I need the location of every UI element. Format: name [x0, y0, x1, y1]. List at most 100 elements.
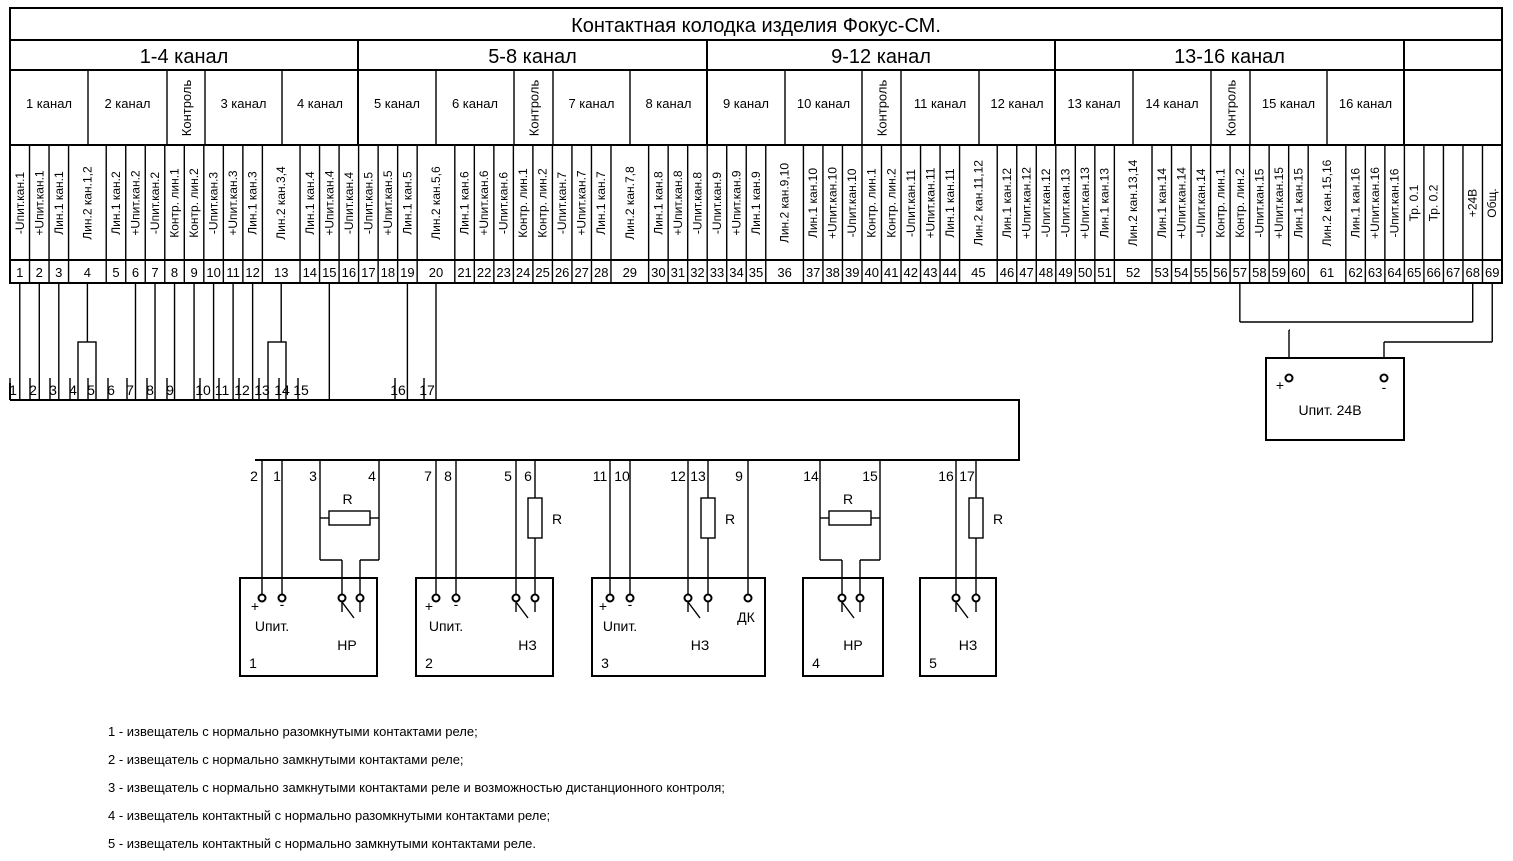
pin-signal-label: Тр. 0.1: [1407, 184, 1421, 221]
pin-number: 20: [429, 265, 443, 280]
harness-wire-number: 16: [390, 382, 406, 398]
pin-signal-label: +Uпит.кан.7: [575, 170, 589, 236]
pin-number: 67: [1446, 265, 1460, 280]
detector-box: [415, 577, 554, 677]
pin-signal-label: Контр. лин.1: [168, 168, 182, 238]
pin-signal-label: Лин.1 кан.2: [109, 171, 123, 235]
relay-type-label: НЗ: [691, 637, 710, 653]
harness-wire-number: 3: [49, 382, 57, 398]
terminal-contact: [605, 593, 615, 603]
pin-number: 49: [1058, 265, 1072, 280]
control-header: Контроль: [527, 80, 542, 137]
pin-signal-label: Тр. 0.2: [1427, 184, 1441, 221]
pin-signal-label: -Uпит.кан.5: [361, 172, 375, 235]
plus-sign: +: [1276, 377, 1284, 393]
pin-number: 50: [1078, 265, 1092, 280]
pin-signal-label: +Uпит.кан.9: [729, 170, 743, 236]
pin-signal-label: Лин.2 кан.1,2: [80, 166, 94, 240]
pin-signal-label: +Uпит.кан.11: [923, 167, 937, 238]
pin-number: 2: [36, 265, 43, 280]
pin-number: 33: [710, 265, 724, 280]
pin-number: 19: [400, 265, 414, 280]
pin-number: 16: [342, 265, 356, 280]
pin-signal-label: Контр. лин.2: [187, 168, 201, 238]
pin-number: 59: [1272, 265, 1286, 280]
pin-signal-label: -Uпит.кан.9: [710, 172, 724, 235]
resistor-label: R: [993, 511, 1003, 527]
channel-header: 10 канал: [797, 96, 850, 111]
resistor-label: R: [342, 491, 352, 507]
terminal-contact: [683, 593, 693, 603]
pin-signal-label: Контр. лин.2: [536, 168, 550, 238]
pin-number: 48: [1039, 265, 1053, 280]
terminal-contact: [277, 593, 287, 603]
pin-number: 53: [1155, 265, 1169, 280]
pin-number: 10: [206, 265, 220, 280]
minus-sign: -: [280, 596, 285, 612]
pin-number: 62: [1348, 265, 1362, 280]
harness-wire-number: 17: [419, 382, 435, 398]
pin-number: 51: [1097, 265, 1111, 280]
pin-signal-label: +Uпит.кан.13: [1078, 167, 1092, 239]
pin-signal-label: Контр. лин.1: [1213, 168, 1227, 238]
pin-number: 45: [971, 265, 985, 280]
pin-number: 66: [1426, 265, 1440, 280]
group-header: 13-16 канал: [1174, 46, 1285, 68]
power-label: Uпит.: [603, 618, 637, 634]
pin-number: 18: [381, 265, 395, 280]
pin-number: 37: [806, 265, 820, 280]
pin-number: 5: [112, 265, 119, 280]
pin-number: 9: [190, 265, 197, 280]
pin-signal-label: -Uпит.кан.4: [342, 172, 356, 235]
harness-wire-number: 14: [274, 382, 290, 398]
pin-number: 55: [1194, 265, 1208, 280]
legend-item: 2 - извещатель с нормально замкнутыми ко…: [108, 752, 464, 767]
pin-number: 26: [555, 265, 569, 280]
harness-wire-number: 5: [87, 382, 95, 398]
pin-number: 30: [651, 265, 665, 280]
pin-signal-label: -Uпит.кан.14: [1194, 168, 1208, 237]
terminal-contact: [703, 593, 713, 603]
pin-number: 58: [1252, 265, 1266, 280]
pin-signal-label: Общ.: [1485, 188, 1499, 217]
pin-number: 44: [943, 265, 957, 280]
pin-number: 35: [749, 265, 763, 280]
detector-wire-number: 8: [444, 468, 452, 484]
detector-wire-number: 6: [524, 468, 532, 484]
pin-number: 28: [594, 265, 608, 280]
harness-wire-number: 15: [293, 382, 309, 398]
cable-harness: [10, 399, 1020, 461]
pin-number: 47: [1019, 265, 1033, 280]
pin-signal-label: -Uпит.кан.16: [1388, 168, 1402, 237]
pin-number: 27: [574, 265, 588, 280]
pin-signal-label: Контр. лин.1: [516, 168, 530, 238]
pin-signal-label: -Uпит.кан.10: [845, 168, 859, 237]
pin-number: 12: [245, 265, 259, 280]
harness-wire-number: 9: [166, 382, 174, 398]
detector-wire-number: 13: [690, 468, 706, 484]
pin-signal-label: +Uпит.кан.16: [1368, 167, 1382, 239]
terminal-contact: [431, 593, 441, 603]
pin-signal-label: -Uпит.кан.11: [904, 169, 918, 237]
pin-signal-label: -Uпит.кан.8: [690, 172, 704, 235]
channel-header: 14 канал: [1145, 96, 1198, 111]
pin-signal-label: Лин.2 кан.11,12: [971, 160, 985, 246]
pin-number: 3: [55, 265, 62, 280]
pin-signal-label: Лин.1 кан.11: [943, 168, 957, 237]
terminal-contact: [625, 593, 635, 603]
terminal-contact: [951, 593, 961, 603]
pin-number: 43: [923, 265, 937, 280]
terminal-contact: [837, 593, 847, 603]
terminal-contact: [855, 593, 865, 603]
pin-number: 64: [1387, 265, 1401, 280]
harness-wire-number: 12: [234, 382, 250, 398]
resistor: [527, 497, 543, 539]
terminal-contact: [743, 593, 753, 603]
pin-number: 22: [477, 265, 491, 280]
pin-signal-label: +Uпит.кан.5: [381, 170, 395, 236]
channel-header: 2 канал: [104, 96, 150, 111]
pin-number: 15: [322, 265, 336, 280]
detector-number: 5: [929, 655, 937, 671]
